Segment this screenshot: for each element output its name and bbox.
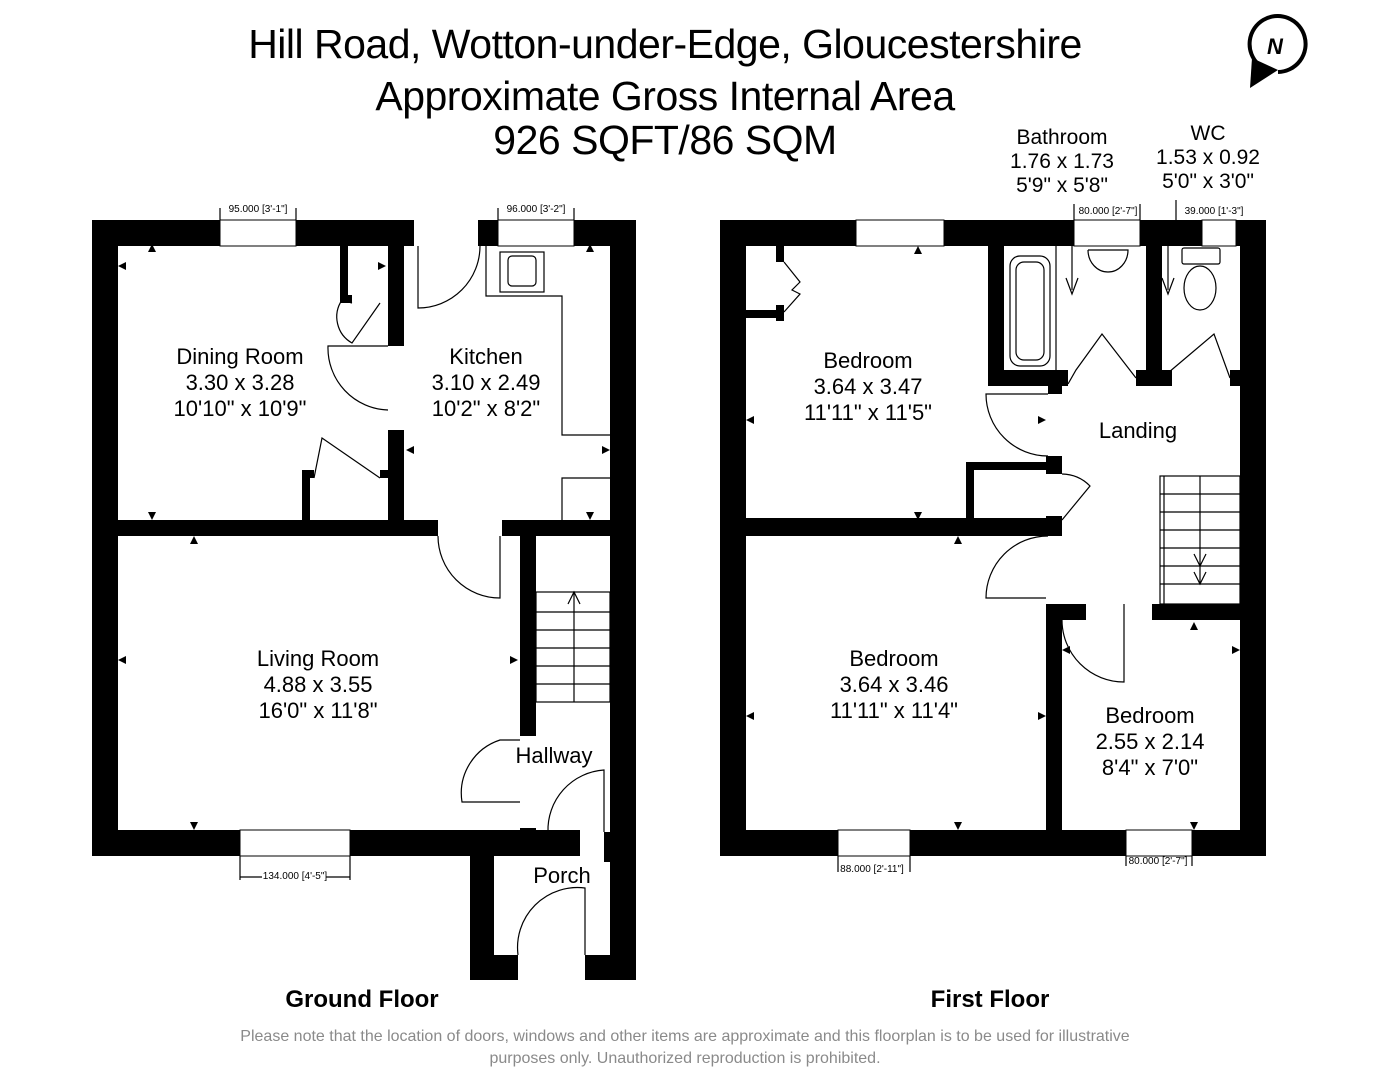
room-wc: WC 1.53 x 0.92 5'0" x 3'0" bbox=[1156, 122, 1260, 194]
property-address: Hill Road, Wotton-under-Edge, Gloucester… bbox=[248, 21, 1082, 67]
window-dimension: 39.000 [1'-3"] bbox=[1184, 206, 1244, 217]
disclaimer-line-2: purposes only. Unauthorized reproduction… bbox=[489, 1050, 881, 1067]
room-imperial: 16'0" x 11'8" bbox=[258, 698, 378, 723]
room-name: Landing bbox=[1098, 418, 1178, 443]
room-bedroom-2: Bedroom 3.64 x 3.46 11'11" x 11'4" bbox=[830, 646, 958, 724]
room-bathroom: Bathroom 1.76 x 1.73 5'9" x 5'8" bbox=[1010, 126, 1114, 198]
window-dimension: 80.000 [2'-7"] bbox=[1128, 856, 1188, 867]
room-name: Kitchen bbox=[449, 344, 523, 369]
first-floor-title: First Floor bbox=[930, 986, 1050, 1013]
room-bedroom-1: Bedroom 3.64 x 3.47 11'11" x 11'5" bbox=[804, 348, 932, 426]
room-imperial: 10'10" x 10'9" bbox=[173, 396, 307, 421]
window-dimension: 96.000 [3'-2"] bbox=[506, 204, 566, 215]
room-metric: 3.64 x 3.46 bbox=[839, 672, 949, 697]
svg-text:N: N bbox=[1267, 34, 1284, 59]
room-living-room: Living Room 4.88 x 3.55 16'0" x 11'8" bbox=[257, 646, 379, 724]
room-kitchen: Kitchen 3.10 x 2.49 10'2" x 8'2" bbox=[432, 344, 541, 422]
room-imperial: 10'2" x 8'2" bbox=[431, 396, 541, 421]
room-metric: 3.30 x 3.28 bbox=[185, 370, 295, 395]
room-imperial: 5'0" x 3'0" bbox=[1162, 170, 1254, 193]
windows bbox=[219, 219, 1237, 857]
north-compass-icon: N bbox=[1240, 14, 1310, 90]
window-dimension: 80.000 [2'-7"] bbox=[1078, 206, 1138, 217]
room-bedroom-3: Bedroom 2.55 x 2.14 8'4" x 7'0" bbox=[1096, 703, 1205, 781]
disclaimer-line-1: Please note that the location of doors, … bbox=[240, 1028, 1130, 1045]
room-name: Bedroom bbox=[849, 646, 939, 671]
room-metric: 1.76 x 1.73 bbox=[1010, 150, 1114, 173]
room-metric: 1.53 x 0.92 bbox=[1156, 146, 1260, 169]
first-floor-walls bbox=[720, 220, 1266, 856]
room-name: Living Room bbox=[256, 646, 380, 671]
room-name: Dining Room bbox=[176, 344, 304, 369]
room-name: WC bbox=[1190, 122, 1226, 145]
room-porch: Porch bbox=[533, 863, 590, 889]
room-imperial: 11'11" x 11'5" bbox=[804, 400, 932, 425]
area-subtitle: Approximate Gross Internal Area bbox=[375, 73, 955, 119]
room-imperial: 11'11" x 11'4" bbox=[830, 698, 958, 723]
ground-floor-walls bbox=[92, 220, 636, 980]
room-name: Hallway bbox=[515, 743, 593, 768]
room-metric: 2.55 x 2.14 bbox=[1095, 729, 1205, 754]
disclaimer: Please note that the location of doors, … bbox=[0, 1026, 1370, 1070]
room-metric: 3.10 x 2.49 bbox=[431, 370, 541, 395]
fixtures-and-doors bbox=[219, 200, 1241, 956]
room-imperial: 5'9" x 5'8" bbox=[1016, 174, 1108, 197]
room-name: Porch bbox=[533, 863, 591, 888]
ground-floor-title: Ground Floor bbox=[285, 986, 439, 1013]
window-dimension: 95.000 [3'-1"] bbox=[228, 204, 288, 215]
room-dining-room: Dining Room 3.30 x 3.28 10'10" x 10'9" bbox=[174, 344, 307, 422]
dimension-markers bbox=[118, 244, 1240, 830]
room-metric: 3.64 x 3.47 bbox=[813, 374, 923, 399]
room-metric: 4.88 x 3.55 bbox=[263, 672, 373, 697]
window-dimension: 134.000 [4'-5"] bbox=[262, 871, 328, 882]
window-dimension: 88.000 [2'-11"] bbox=[840, 864, 904, 875]
room-name: Bedroom bbox=[1105, 703, 1195, 728]
room-name: Bedroom bbox=[823, 348, 913, 373]
total-area: 926 SQFT/86 SQM bbox=[493, 117, 837, 163]
room-imperial: 8'4" x 7'0" bbox=[1101, 755, 1199, 780]
room-name: Bathroom bbox=[1016, 126, 1108, 149]
room-hallway: Hallway bbox=[515, 743, 592, 769]
room-landing: Landing bbox=[1099, 418, 1177, 444]
